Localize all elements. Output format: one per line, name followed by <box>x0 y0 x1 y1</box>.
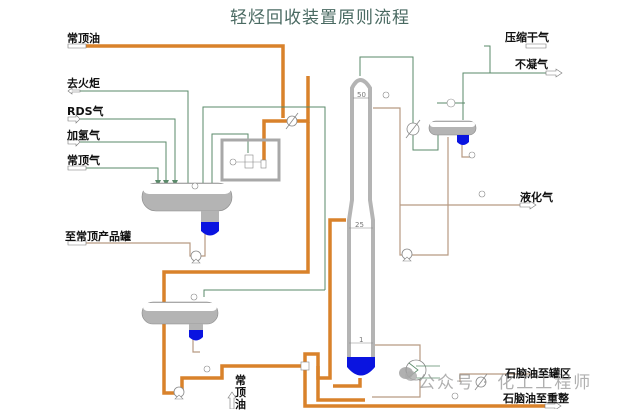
naphtha-cooler <box>474 373 488 391</box>
label-atm-top-gas: 常顶气 <box>67 154 100 167</box>
arrow-naphtha-reforming <box>544 401 562 409</box>
pump-to-column-line <box>180 364 305 391</box>
drum2-level-line <box>192 336 200 353</box>
oil-lines <box>86 44 545 408</box>
label-to-flare: 去火炬 <box>67 77 100 90</box>
distillation-column <box>347 78 375 376</box>
atm-top-gas-drum <box>141 182 233 236</box>
bottom-to-reforming-line <box>303 366 545 408</box>
atm-top-gas-line <box>80 167 161 186</box>
label-lpg: 液化气 <box>520 191 553 204</box>
naphtha-tank-line <box>459 373 545 382</box>
exchanger-loop-line <box>303 352 365 402</box>
reflux-level-line <box>461 145 470 158</box>
label-atm-top-oil-bottom: 常顶油 <box>235 374 246 411</box>
instrument-naphtha <box>451 392 459 400</box>
lpg-line <box>405 137 449 256</box>
instruments <box>191 91 486 400</box>
label-rds-gas: RDS气 <box>67 105 104 118</box>
arrow-to-flare <box>67 87 81 95</box>
pump-2 <box>173 386 185 400</box>
condenser-bypass <box>412 57 439 151</box>
instrument-pc-drum1 <box>191 182 199 190</box>
oil-down-line <box>162 122 310 302</box>
heat-exchanger-top <box>285 112 299 130</box>
arrow-non-condensable <box>545 68 563 78</box>
label-to-product-tank: 至常顶产品罐 <box>65 230 131 243</box>
arrow-atm-top-gas <box>67 165 87 171</box>
reflux-drum <box>428 98 477 159</box>
label-compressed-dry-gas: 压缩干气 <box>505 31 549 44</box>
atm-top-oil-feed-line <box>86 44 285 118</box>
instrument-lpg <box>478 190 486 198</box>
label-non-condensable-gas: 不凝气 <box>515 58 548 71</box>
pump-1 <box>190 250 202 264</box>
feed-to-column-line <box>316 218 346 380</box>
reflux-drum-gas-line <box>462 72 560 120</box>
label-naphtha-to-tank-farm: 石脑油至罐区 <box>505 367 571 380</box>
receiver-vent-line <box>211 133 249 183</box>
overhead-condenser <box>405 119 421 139</box>
second-drum <box>141 293 219 341</box>
arrow-hydrogenation <box>67 137 81 147</box>
tray-label-mid: 25 <box>355 221 364 229</box>
reflux-line <box>373 107 408 256</box>
control-box <box>220 138 281 182</box>
drum2-bottom-line <box>162 322 176 395</box>
tray-label-top: 50 <box>357 91 366 99</box>
wechat-icon <box>399 367 417 381</box>
feed-exchanger <box>300 361 310 371</box>
arrow-atm-top-oil-up <box>227 391 237 409</box>
arrow-to-product-tank <box>67 240 87 246</box>
arrow-lpg <box>519 200 537 210</box>
compressed-gas-line <box>484 45 491 73</box>
watermark: 公众号 · 化工工程师 <box>418 373 593 393</box>
to-product-tank-line <box>86 230 206 257</box>
column-bottom-return <box>333 378 362 388</box>
gas-lines <box>80 45 560 297</box>
arrow-atm-top-oil <box>67 43 87 49</box>
pump-3 <box>401 248 413 262</box>
arrow-naphtha-tank <box>534 369 552 379</box>
label-naphtha-to-reforming: 石脑油至重整 <box>503 392 569 405</box>
label-atm-top-oil: 常顶油 <box>67 32 100 45</box>
arrow-compressed-gas <box>525 43 547 49</box>
instrument-fc-reflux <box>382 91 390 99</box>
oil-loop-line <box>262 76 310 165</box>
to-flare-line <box>80 90 189 183</box>
diagram-title: 轻烃回收装置原则流程 <box>230 8 410 28</box>
drum2-gas-line <box>203 289 325 297</box>
tray-label-bottom: 1 <box>359 336 363 344</box>
hydrogenation-gas-line <box>80 141 169 186</box>
label-hydrogenation-gas: 加氢气 <box>67 129 100 142</box>
overhead-gas-return <box>202 106 326 290</box>
rds-gas-line <box>80 118 178 186</box>
instrument-oil <box>203 365 211 373</box>
stream-arrows <box>67 43 563 409</box>
arrow-rds-gas <box>67 114 81 124</box>
